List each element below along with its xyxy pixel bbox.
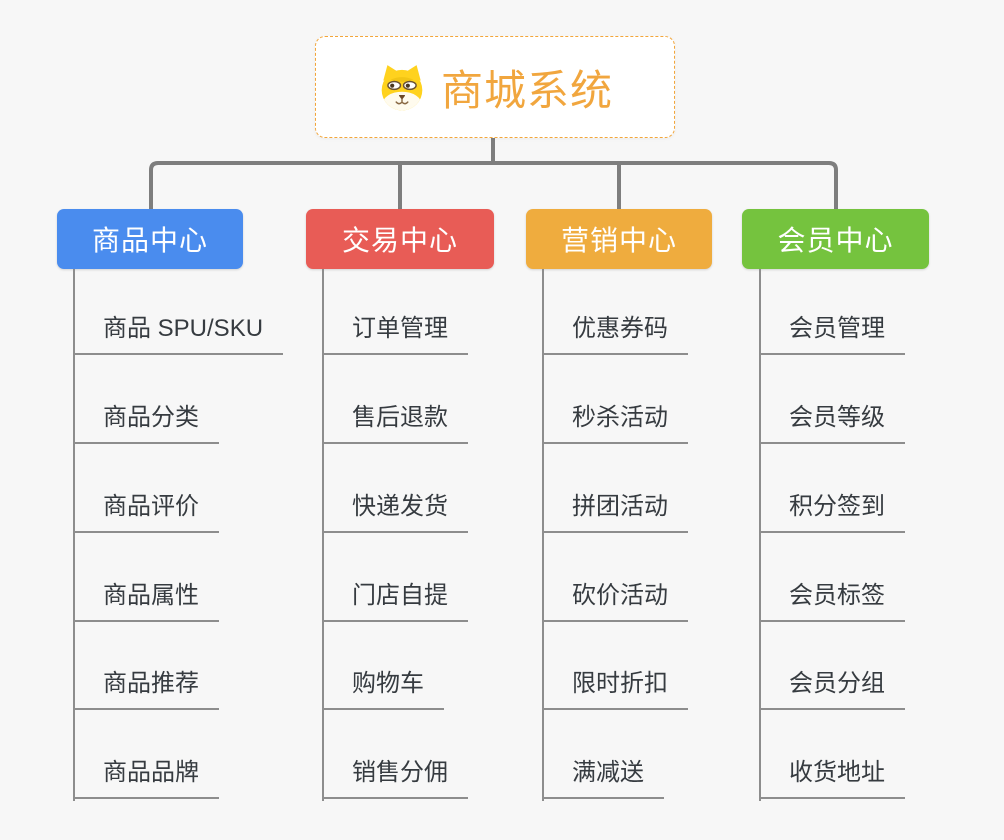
dog-face-icon [377, 62, 427, 112]
branch-trunk-line [759, 269, 761, 801]
leaf-node[interactable]: 积分签到 [759, 492, 905, 533]
leaf-node[interactable]: 收货地址 [759, 758, 905, 799]
leaf-node[interactable]: 砍价活动 [542, 581, 688, 622]
leaf-node[interactable]: 会员管理 [759, 314, 905, 355]
leaf-node[interactable]: 商品推荐 [73, 669, 219, 710]
leaf-node[interactable]: 销售分佣 [322, 758, 468, 799]
root-title: 商城系统 [440, 66, 613, 114]
root-node[interactable]: 商城系统 [315, 36, 675, 138]
leaf-node[interactable]: 商品评价 [73, 492, 219, 533]
leaf-node[interactable]: 订单管理 [322, 314, 468, 355]
leaf-node[interactable]: 会员等级 [759, 403, 905, 444]
leaf-node[interactable]: 购物车 [322, 669, 444, 710]
leaf-node[interactable]: 商品属性 [73, 581, 219, 622]
branch-header-marketing-center[interactable]: 营销中心 [526, 209, 712, 269]
leaf-node[interactable]: 限时折扣 [542, 669, 688, 710]
leaf-node[interactable]: 秒杀活动 [542, 403, 688, 444]
leaf-node[interactable]: 会员分组 [759, 669, 905, 710]
leaf-node[interactable]: 拼团活动 [542, 492, 688, 533]
branch-trunk-line [73, 269, 75, 801]
leaf-node[interactable]: 商品品牌 [73, 758, 219, 799]
leaf-node[interactable]: 商品分类 [73, 403, 219, 444]
branch-header-trade-center[interactable]: 交易中心 [306, 209, 494, 269]
leaf-node[interactable]: 售后退款 [322, 403, 468, 444]
leaf-node[interactable]: 满减送 [542, 758, 664, 799]
branch-header-member-center[interactable]: 会员中心 [742, 209, 929, 269]
branch-header-product-center[interactable]: 商品中心 [57, 209, 243, 269]
leaf-node[interactable]: 商品 SPU/SKU [73, 314, 284, 355]
branch-trunk-line [322, 269, 324, 801]
leaf-node[interactable]: 优惠券码 [542, 314, 688, 355]
leaf-node[interactable]: 快递发货 [322, 492, 468, 533]
branch-trunk-line [542, 269, 544, 801]
leaf-node[interactable]: 会员标签 [759, 581, 905, 622]
leaf-node[interactable]: 门店自提 [322, 581, 468, 622]
